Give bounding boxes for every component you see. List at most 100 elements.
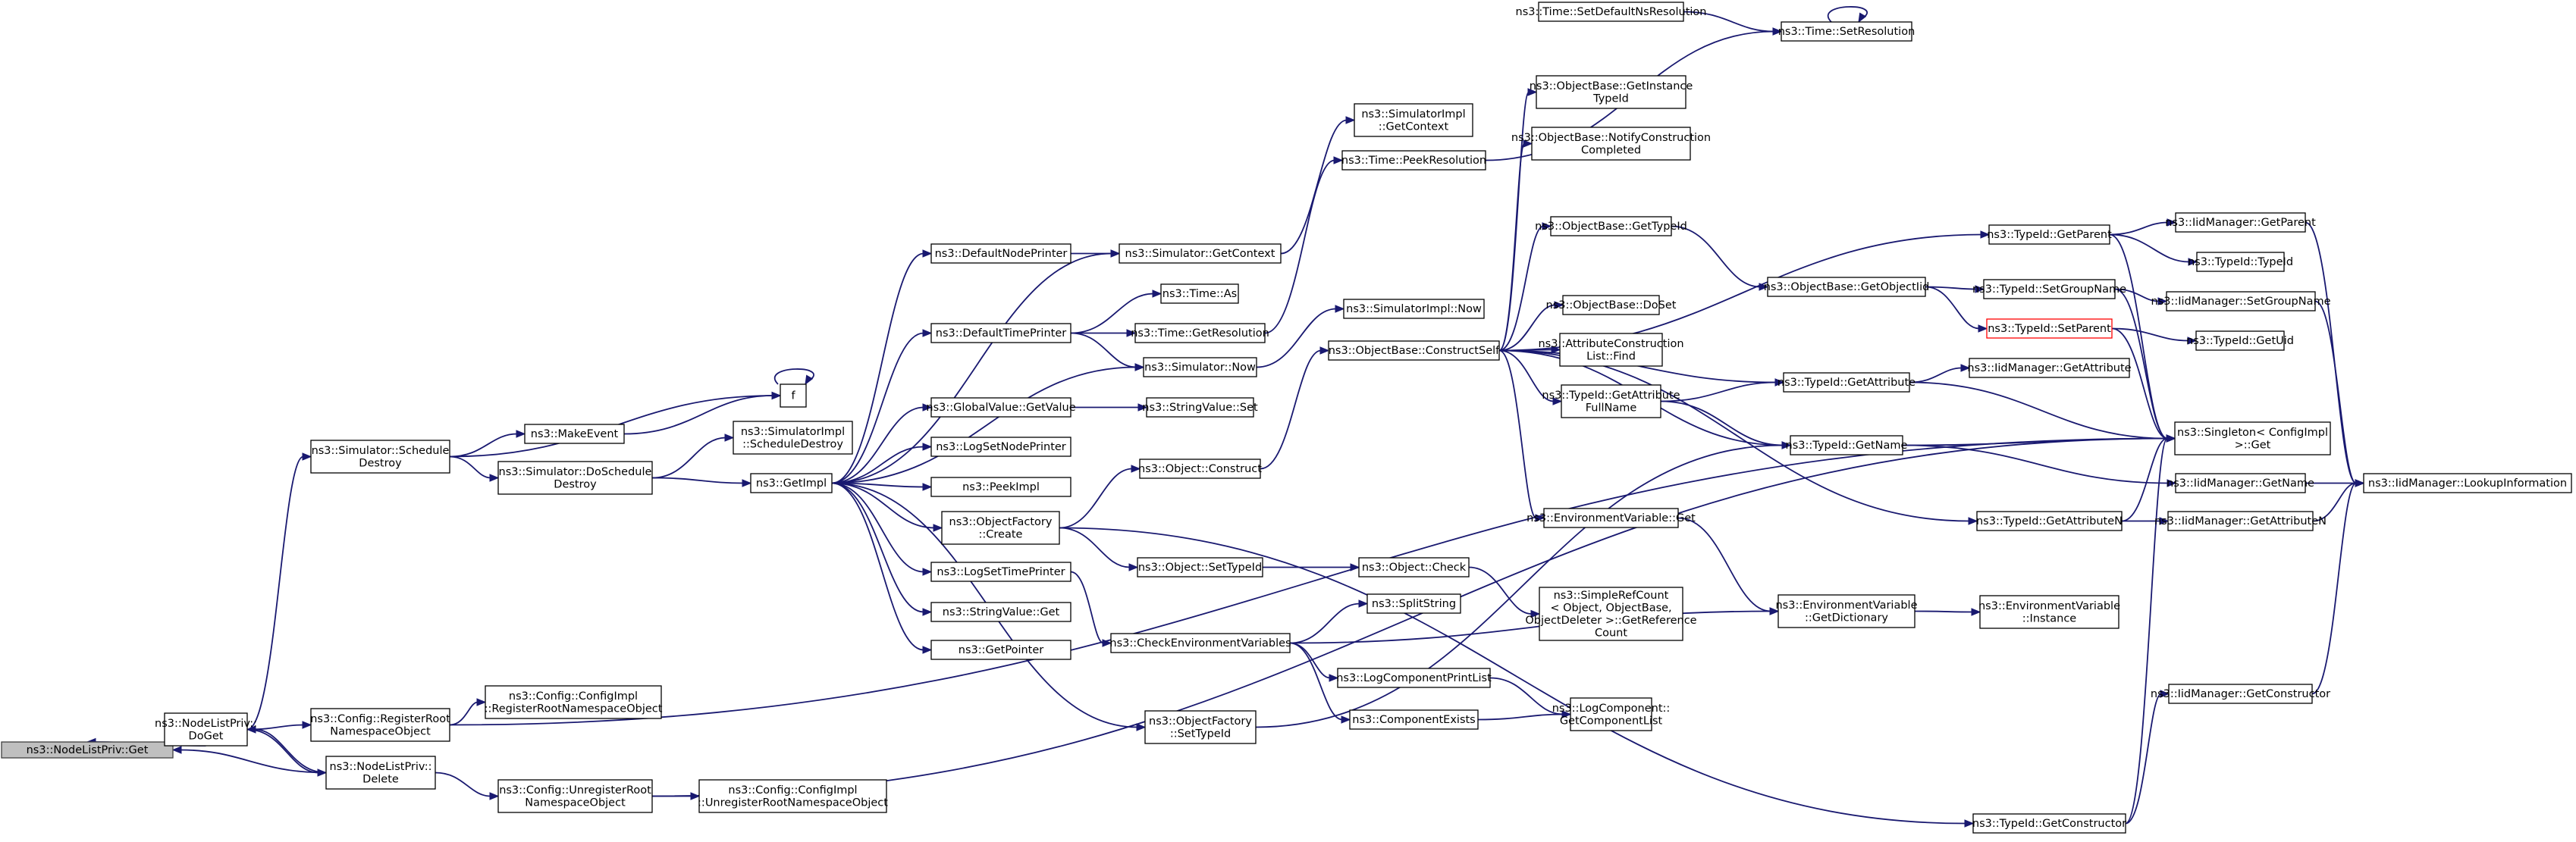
node-ns3-logsetnodeprinter[interactable]: ns3::LogSetNodePrinter	[930, 437, 1072, 457]
node-ns3-splitstring[interactable]: ns3::SplitString	[1366, 593, 1461, 614]
node-ns3-time-getresolution[interactable]: ns3::Time::GetResolution	[1131, 323, 1269, 343]
node-ns3-time-setresolution[interactable]: ns3::Time::SetResolution	[1778, 21, 1916, 42]
node-ns3-typeid-setparent[interactable]: ns3::TypeId::SetParent	[1986, 318, 2113, 339]
node-ns3-componentexists[interactable]: ns3::ComponentExists	[1349, 709, 1479, 730]
node-ns3-environmentvariable-instance[interactable]: ns3::EnvironmentVariable::Instance	[1978, 595, 2120, 629]
node-ns3-stringvalue-get[interactable]: ns3::StringValue::Get	[930, 602, 1072, 622]
node-label: ns3::IidManager::GetConstructor	[2151, 688, 2330, 700]
node-ns3-typeid-getattribute[interactable]: ns3::TypeId::GetAttribute	[1777, 372, 1916, 393]
node-ns3-nodelistpriv-get[interactable]: ns3::NodeListPriv::Get	[1, 741, 174, 759]
call-edge-n34-n45	[1498, 349, 1563, 405]
call-edge-n28-n35	[1263, 563, 1360, 571]
node-label: Delete	[362, 773, 399, 785]
node-ns3-object-settypeid[interactable]: ns3::Object::SetTypeId	[1137, 557, 1263, 578]
edge-arrowhead	[1781, 441, 1792, 449]
edge-line	[2121, 437, 2168, 522]
node-box	[1341, 150, 1486, 171]
node-ns3-logcomponent-getcomponentlist[interactable]: ns3::LogComponent::GetComponentList	[1552, 697, 1671, 731]
call-edge-n10-n20	[831, 482, 933, 616]
node-ns3-time-as[interactable]: ns3::Time::As	[1160, 283, 1239, 304]
call-edge-n34-n41	[1498, 139, 1533, 352]
node-ns3-objectbase-gettypeid[interactable]: ns3::ObjectBase::GetTypeId	[1535, 216, 1687, 236]
node-ns3-defaulttimeprinter[interactable]: ns3::DefaultTimePrinter	[930, 323, 1072, 343]
call-edge-n54-n62	[2109, 233, 2198, 266]
node-label: ns3::NodeListPriv::	[155, 718, 257, 730]
node-label: ns3::Config::UnregisterRoot	[499, 784, 651, 797]
node-ns3-typeid-setgroupname[interactable]: ns3::TypeId::SetGroupName	[1972, 279, 2126, 299]
node-label: ::RegisterRootNamespaceObject	[485, 703, 663, 715]
node-box	[1979, 595, 2119, 629]
node-ns3-config-registerroot-namespaceobject[interactable]: ns3::Config::RegisterRootNamespaceObject	[310, 708, 450, 742]
node-ns3-nodelistpriv-doget[interactable]: ns3::NodeListPriv::DoGet	[155, 712, 257, 747]
node-label: ns3::IidManager::GetParent	[2165, 217, 2316, 229]
edge-arrowhead	[805, 374, 814, 386]
edge-line	[1498, 349, 1555, 402]
node-ns3-time-setdefaultnsresolution[interactable]: ns3::Time::SetDefaultNsResolution	[1516, 2, 1707, 22]
node-ns3-simulatorimpl-now[interactable]: ns3::SimulatorImpl::Now	[1343, 299, 1485, 319]
node-ns3-objectfactory-settypeid[interactable]: ns3::ObjectFactory::SetTypeId	[1144, 710, 1257, 744]
node-ns3-objectbase-getobjectiid[interactable]: ns3::ObjectBase::GetObjectIid	[1764, 277, 1930, 297]
node-ns3-config-unregisterroot-namespaceobject[interactable]: ns3::Config::UnregisterRootNamespaceObje…	[497, 779, 653, 813]
node-ns3-globalvalue-getvalue[interactable]: ns3::GlobalValue::GetValue	[926, 397, 1076, 418]
node-ns3-objectbase-constructself[interactable]: ns3::ObjectBase::ConstructSelf	[1328, 340, 1500, 361]
call-edge-n18-n27	[1059, 465, 1141, 529]
node-ns3-iidmanager-getattribute[interactable]: ns3::IidManager::GetAttribute	[1967, 358, 2132, 378]
node-ns3-makeevent[interactable]: ns3::MakeEvent	[524, 424, 625, 444]
node-ns3-environmentvariable-get[interactable]: ns3::EnvironmentVariable::Get	[1526, 508, 1696, 528]
node-ns3-iidmanager-setgroupname[interactable]: ns3::IidManager::SetGroupName	[2151, 291, 2331, 311]
node-ns3-nodelistpriv-delete[interactable]: ns3::NodeListPriv::Delete	[325, 756, 436, 790]
node-ns3-stringvalue-set[interactable]: ns3::StringValue::Set	[1142, 397, 1258, 418]
node-label: ns3::NodeListPriv::Get	[27, 744, 149, 756]
node-ns3-typeid-getattributen[interactable]: ns3::TypeId::GetAttributeN	[1976, 511, 2123, 531]
edge-line	[449, 437, 2168, 726]
node-ns3-typeid-getconstructor[interactable]: ns3::TypeId::GetConstructor	[1972, 813, 2126, 834]
call-edge-n29-n37	[1289, 642, 1339, 682]
node-ns3-typeid-getname[interactable]: ns3::TypeId::GetName	[1786, 435, 1908, 455]
node-ns3-getpointer[interactable]: ns3::GetPointer	[930, 640, 1072, 660]
node-ns3-simulatorimpl-getcontext[interactable]: ns3::SimulatorImpl::GetContext	[1354, 103, 1473, 137]
node-ns3-time-peekresolution[interactable]: ns3::Time::PeekResolution	[1341, 150, 1486, 171]
node-ns3-logsettimeprinter[interactable]: ns3::LogSetTimePrinter	[930, 562, 1072, 582]
node-label: ns3::GetImpl	[756, 477, 827, 490]
node-ns3-peekimpl[interactable]: ns3::PeekImpl	[930, 477, 1072, 497]
node-ns3-simulator-getcontext[interactable]: ns3::Simulator::GetContext	[1119, 243, 1282, 264]
node-ns3-config-configimpl-unregisterrootnamespaceobject[interactable]: ns3::Config::ConfigImpl::UnregisterRootN…	[698, 779, 888, 813]
edge-line	[2111, 327, 2168, 440]
node-ns3-checkenvironmentvariables[interactable]: ns3::CheckEnvironmentVariables	[1109, 633, 1291, 653]
node-ns3-iidmanager-getconstructor[interactable]: ns3::IidManager::GetConstructor	[2151, 684, 2330, 704]
node-ns3-typeid-getuid[interactable]: ns3::TypeId::GetUid	[2186, 330, 2294, 351]
node-ns3-iidmanager-lookupinformation[interactable]: ns3::IidManager::LookupInformation	[2363, 473, 2572, 493]
node-ns3-iidmanager-getname[interactable]: ns3::IidManager::GetName	[2167, 473, 2314, 493]
node-ns3-iidmanager-getparent[interactable]: ns3::IidManager::GetParent	[2165, 212, 2316, 233]
node-ns3-defaultnodeprinter[interactable]: ns3::DefaultNodePrinter	[930, 243, 1072, 264]
node-ns3-object-check[interactable]: ns3::Object::Check	[1358, 557, 1470, 578]
node-ns3-typeid-typeid[interactable]: ns3::TypeId::TypeId	[2188, 252, 2293, 272]
node-ns3-objectbase-doset[interactable]: ns3::ObjectBase::DoSet	[1546, 295, 1677, 315]
node-label: Count	[1595, 627, 1627, 639]
node-box	[1349, 709, 1479, 730]
node-box	[1781, 21, 1912, 42]
node-label: ns3::SplitString	[1372, 598, 1456, 610]
node-label: ns3::Simulator::DoSchedule	[499, 466, 652, 478]
node-ns3-objectbase-notifyconstruction-completed[interactable]: ns3::ObjectBase::NotifyConstructionCompl…	[1511, 127, 1711, 161]
node-ns3-simulator-schedule-destroy[interactable]: ns3::Simulator::ScheduleDestroy	[310, 440, 450, 474]
node-ns3-simulatorimpl-scheduledestroy[interactable]: ns3::SimulatorImpl::ScheduleDestroy	[733, 421, 853, 455]
node-ns3-objectfactory-create[interactable]: ns3::ObjectFactory::Create	[941, 511, 1060, 545]
node-ns3-getimpl[interactable]: ns3::GetImpl	[750, 473, 833, 493]
node-ns3-environmentvariable-getdictionary[interactable]: ns3::EnvironmentVariable::GetDictionary	[1775, 594, 1918, 628]
node-ns3-logcomponentprintlist[interactable]: ns3::LogComponentPrintList	[1336, 668, 1492, 688]
edge-line	[1468, 566, 1533, 615]
node-ns3-config-configimpl-registerrootnamespaceobject[interactable]: ns3::Config::ConfigImpl::RegisterRootNam…	[485, 685, 663, 719]
node-ns3-typeid-getparent[interactable]: ns3::TypeId::GetParent	[1987, 224, 2112, 245]
node-f[interactable]: f	[780, 383, 807, 408]
node-ns3-simulator-now[interactable]: ns3::Simulator::Now	[1143, 357, 1257, 377]
node-ns3-object-construct[interactable]: ns3::Object::Construct	[1138, 459, 1262, 479]
node-ns3-iidmanager-getattributen[interactable]: ns3::IidManager::GetAttributeN	[2154, 511, 2327, 531]
node-ns3-singleton-configimpl-get[interactable]: ns3::Singleton< ConfigImpl >::Get	[2174, 421, 2331, 455]
node-ns3-simplerefcount-object-objectbase-objectdeleter-getreference-count[interactable]: ns3::SimpleRefCount< Object, ObjectBase,…	[1525, 587, 1697, 641]
edge-arrowhead	[1975, 285, 1985, 293]
